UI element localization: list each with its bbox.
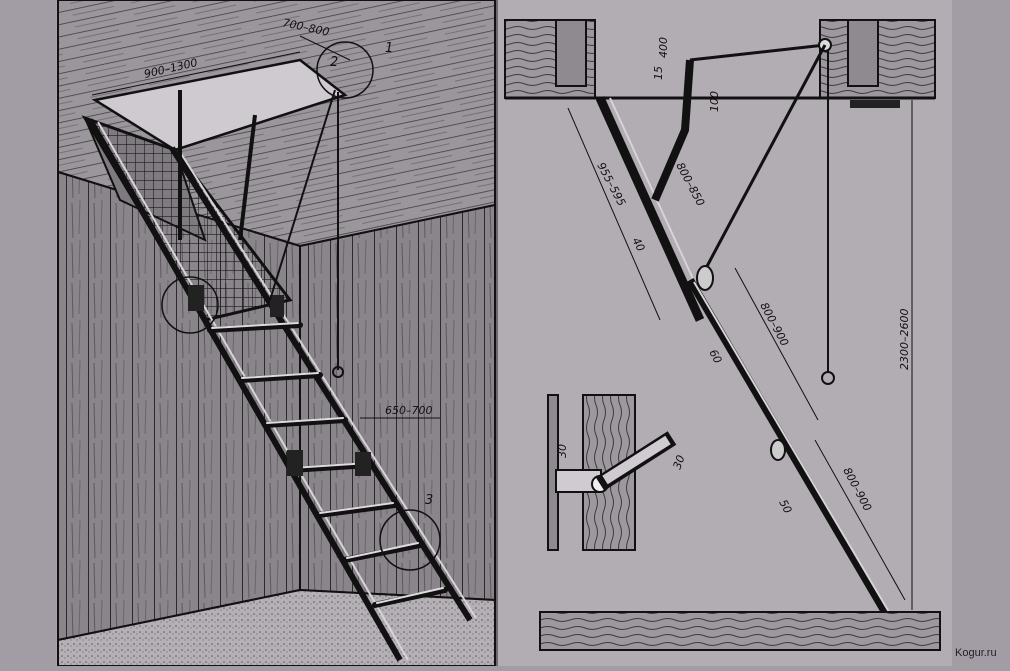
callout-circle-2 [161, 276, 219, 334]
hinge-block [270, 295, 284, 317]
dim-line-hatch-width [299, 35, 351, 61]
detail-dim-30a: 30 [556, 444, 569, 458]
callout-label-2: 2 [330, 55, 338, 70]
hinge-knuckle [696, 265, 714, 291]
ladder-stringer-upper-inner [609, 97, 706, 306]
dim-line-hatch-length [91, 51, 301, 96]
ladder-stringer-upper [595, 96, 705, 322]
tension-cord [269, 89, 336, 301]
floor [57, 588, 496, 667]
watermark: Kogur.ru [955, 647, 997, 659]
dim-lower-flight-line [814, 439, 906, 601]
ladder-rail-left [87, 118, 403, 662]
detail-dim-30b: 30 [671, 453, 688, 471]
callout-circle-3 [379, 509, 441, 571]
right-margin [952, 0, 1010, 666]
hinge-block [287, 450, 303, 476]
ladder-rail-right-inner [179, 151, 477, 619]
pull-ring [332, 366, 344, 378]
hatch-opening [91, 58, 348, 152]
ceiling-joist-left-beam [555, 19, 587, 87]
hinge-knuckle [770, 439, 786, 461]
dim-middle-flight-line [734, 267, 819, 421]
ladder-rungs-highlight [211, 322, 444, 604]
left-margin [0, 0, 56, 666]
ladder-stringer-lower-inner [693, 281, 890, 613]
dim-total-height: 2300–2600 [898, 309, 911, 371]
dim-50: 50 [776, 497, 794, 515]
dim-400: 400 [657, 37, 670, 58]
hinge-arm [689, 43, 826, 62]
hinge-block [188, 285, 204, 311]
callout-label-1: 1 [385, 41, 393, 56]
dim-100: 100 [708, 91, 721, 112]
strut [238, 114, 257, 241]
dim-15: 15 [652, 66, 665, 80]
dim-60: 60 [706, 347, 724, 365]
dim-ladder-width: 650–700 [385, 404, 433, 417]
ceiling-joist-right-beam [847, 19, 879, 87]
callout-label-3: 3 [425, 493, 433, 508]
detail-inset: 30 30 [540, 394, 688, 551]
right-side-view: 400 15 100 800–850 955–595 40 800–900 60… [498, 0, 952, 666]
hinge-lever [651, 59, 694, 202]
pull-ring-right [821, 371, 835, 385]
callout-circle-1 [316, 41, 374, 99]
floor-right [539, 611, 941, 651]
left-perspective-view: 900–1300 700–800 650–700 1 2 3 [56, 0, 496, 667]
support-rod [703, 44, 827, 271]
latch-plate [850, 100, 900, 108]
dim-upper-flight-line [567, 107, 661, 321]
ladder-stringer-lower [686, 277, 889, 615]
ladder-rail-right [169, 146, 473, 622]
dim-40: 40 [629, 235, 647, 253]
hinge-block [355, 452, 371, 476]
detail-arm-inner [602, 435, 671, 485]
ladder-rail-left-inner [97, 121, 409, 661]
